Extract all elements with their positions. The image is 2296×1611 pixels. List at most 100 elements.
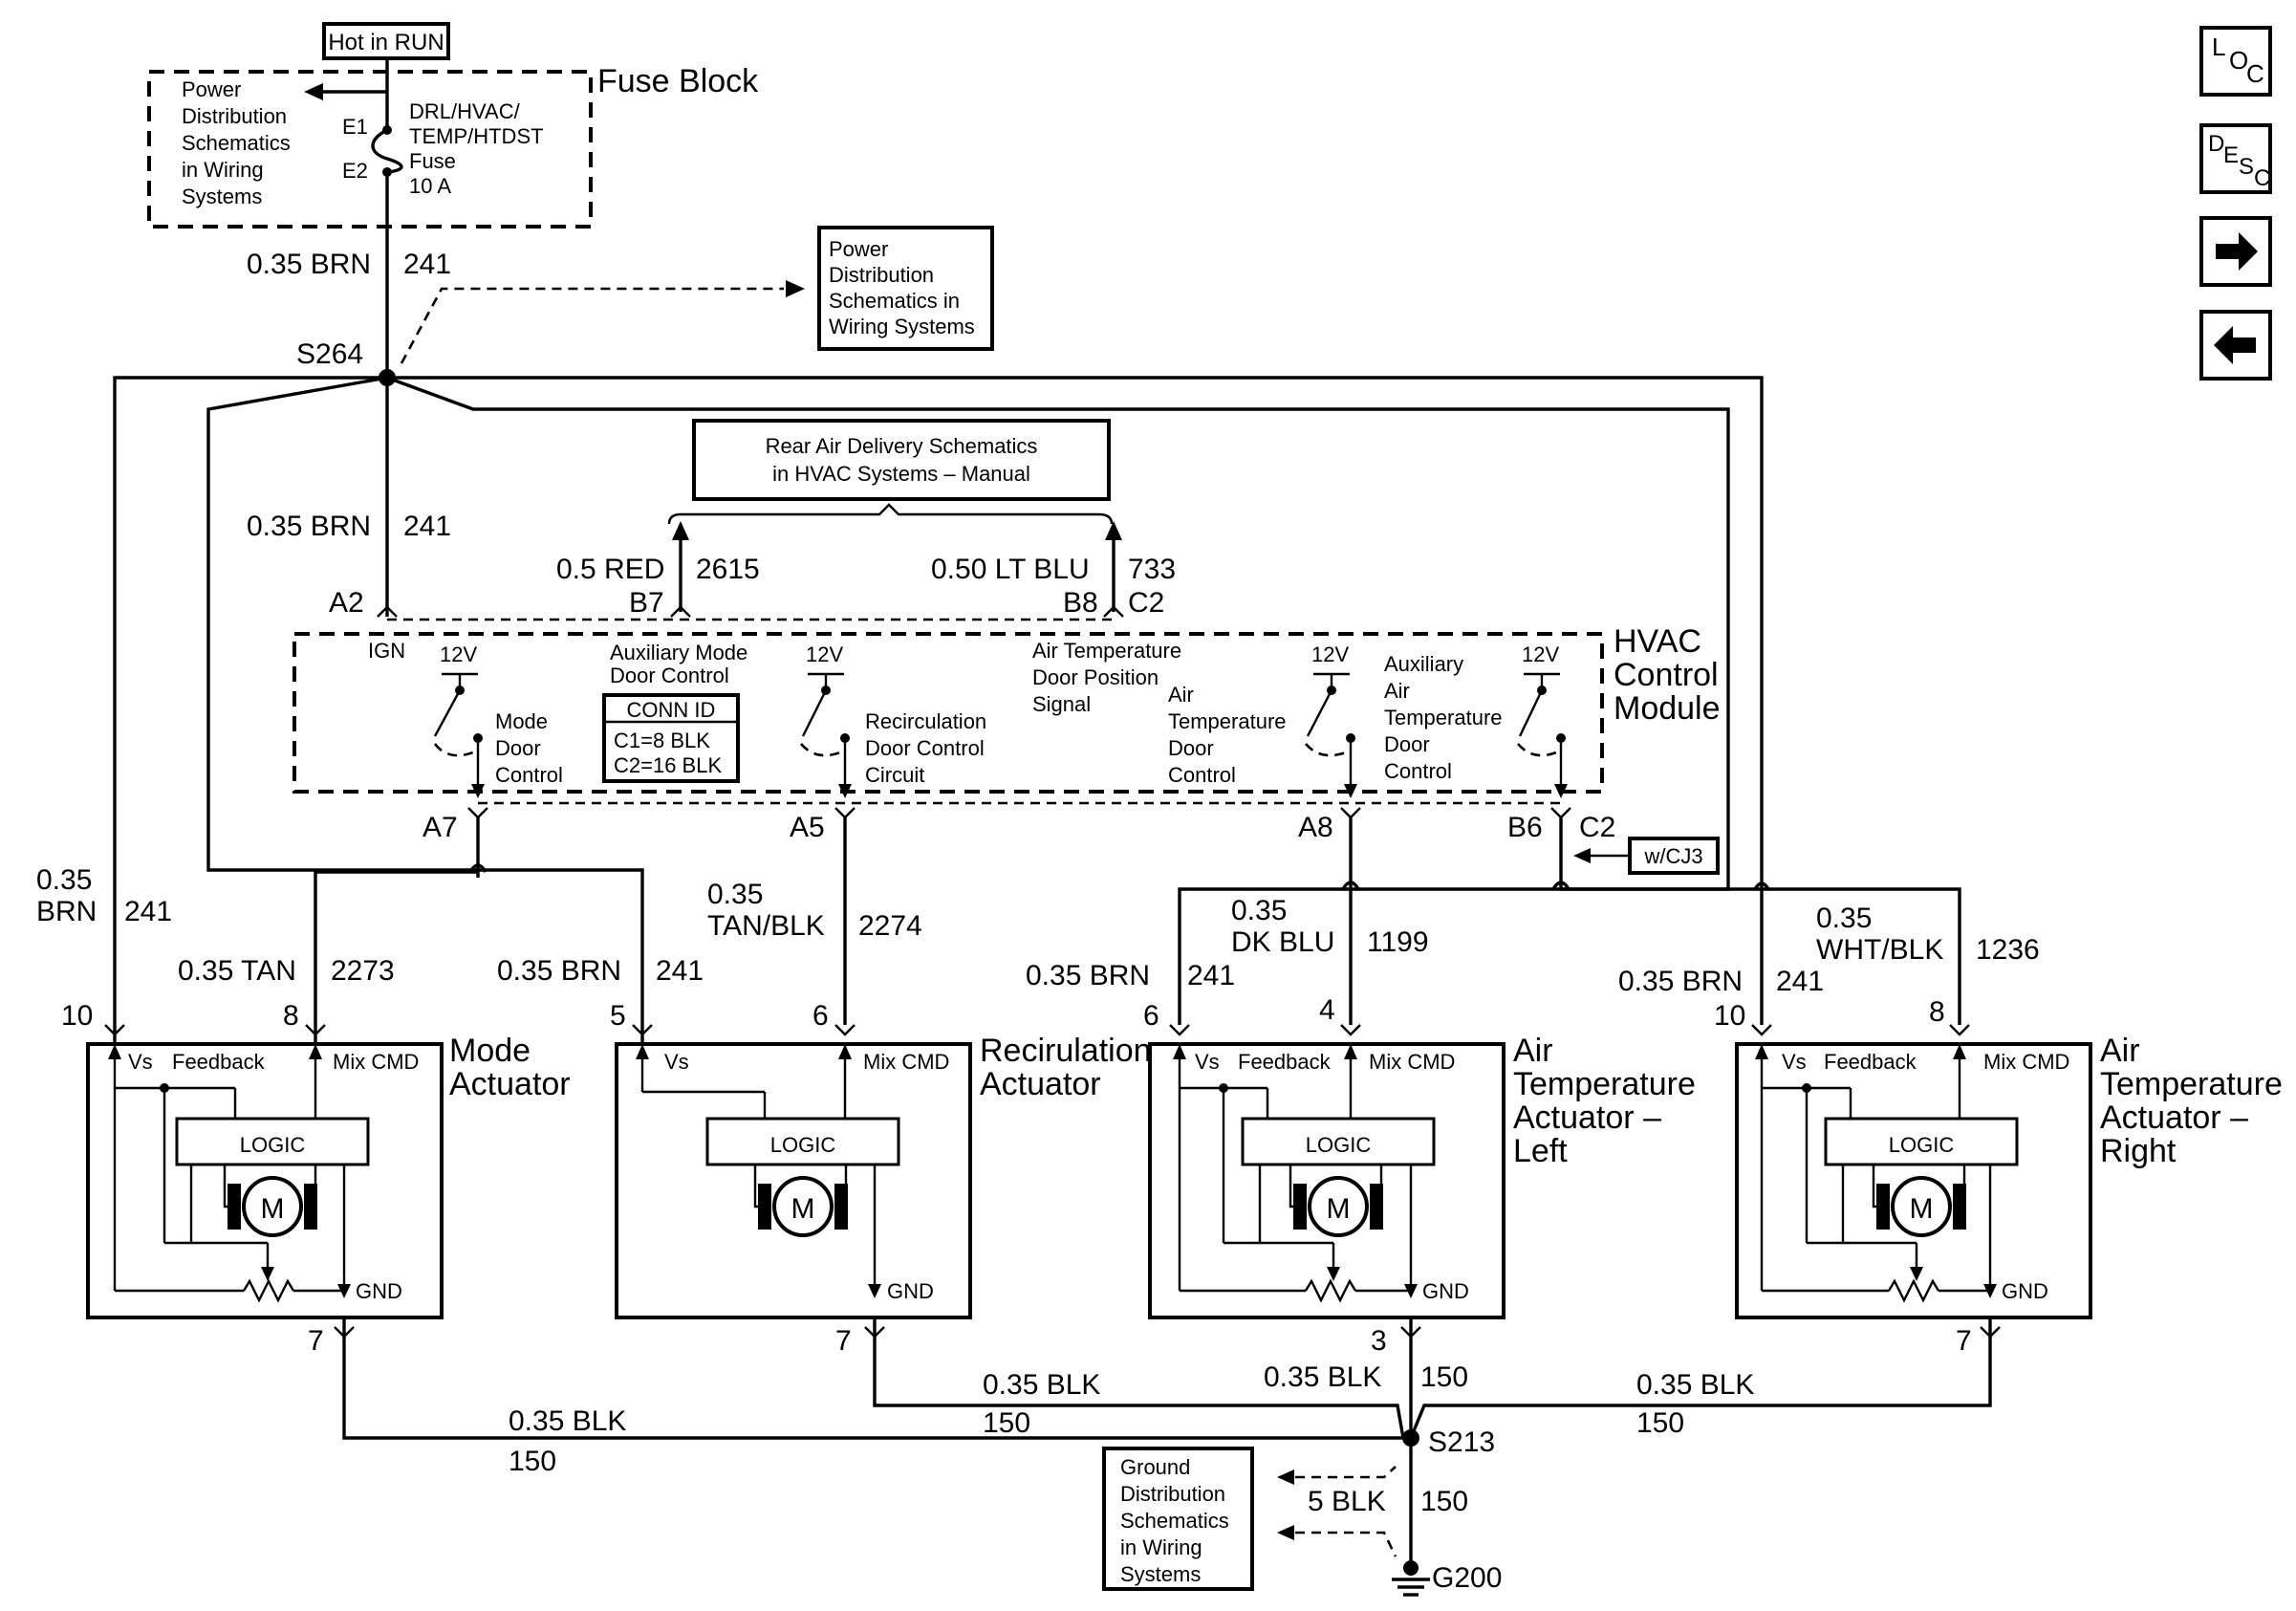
- recirc-logic-box: [705, 1117, 900, 1166]
- ground-ref-arrow-upper: [1277, 1469, 1294, 1485]
- svg-text:Distribution: Distribution: [829, 263, 934, 287]
- wire-tan-circuit: 2273: [331, 955, 395, 987]
- recirc-motor-icon: [772, 1176, 834, 1237]
- wire-tanblk-gauge-1: 0.35: [707, 879, 763, 910]
- svg-text:Mix CMD: Mix CMD: [1983, 1050, 2069, 1074]
- wire-gnd4-circuit: 150: [1636, 1407, 1684, 1439]
- wire-crossing-hop-4: [1551, 881, 1570, 890]
- svg-text:LOGIC: LOGIC: [240, 1133, 306, 1157]
- svg-text:Systems: Systems: [182, 185, 262, 208]
- next-arrow-button[interactable]: [2199, 216, 2272, 287]
- atl-motor-icon: [1308, 1176, 1369, 1237]
- pin-recirc-7: 7: [835, 1325, 852, 1357]
- svg-text:12V: 12V: [1311, 642, 1349, 666]
- svg-text:LOGIC: LOGIC: [1306, 1133, 1372, 1157]
- mode-door-control-text: Mode Door Control: [495, 709, 563, 787]
- fuse-terminal-e1: E1: [342, 115, 368, 139]
- ground-g200-label: G200: [1432, 1562, 1502, 1594]
- conn-id-c2: C2=16 BLK: [614, 753, 722, 777]
- pin-a8: A8: [1298, 812, 1333, 843]
- air-temp-left-actuator-box: [1148, 1042, 1505, 1319]
- svg-text:Actuator: Actuator: [449, 1066, 571, 1102]
- conn-id-c1: C1=8 BLK: [614, 729, 710, 752]
- svg-text:Door: Door: [1168, 736, 1214, 760]
- svg-text:Air: Air: [2100, 1033, 2140, 1069]
- splice-s264-label: S264: [296, 338, 363, 370]
- pin-b8: B8: [1063, 587, 1098, 619]
- svg-text:GND: GND: [1422, 1279, 1469, 1303]
- previous-arrow-button[interactable]: [2199, 310, 2272, 381]
- pin-a2: A2: [329, 587, 364, 619]
- svg-text:Distribution: Distribution: [1120, 1482, 1225, 1506]
- wire-mode-brn-circuit: 241: [656, 955, 704, 987]
- wire-whtblk-gauge-2: WHT/BLK: [1816, 934, 1943, 966]
- svg-text:Mix CMD: Mix CMD: [1369, 1050, 1455, 1074]
- svg-text:Door Position: Door Position: [1032, 665, 1159, 689]
- wire-g200-gauge: 5 BLK: [1308, 1486, 1386, 1517]
- pin-b7-connector: [670, 605, 691, 618]
- wcj3-label: w/CJ3: [1643, 844, 1702, 868]
- pin-c2-top: C2: [1128, 587, 1164, 619]
- wire-gnd3-gauge: 0.35 BLK: [1264, 1361, 1381, 1393]
- svg-text:Mix CMD: Mix CMD: [863, 1050, 949, 1074]
- pin-c2-bottom: C2: [1579, 812, 1615, 843]
- svg-text:GND: GND: [356, 1279, 402, 1303]
- ground-dist-ref-text: Ground Distribution Schematics in Wiring…: [1120, 1455, 1229, 1586]
- svg-text:Vs: Vs: [1195, 1050, 1220, 1074]
- ground-ref-dash-lower: [1295, 1531, 1397, 1557]
- svg-text:GND: GND: [2002, 1279, 2048, 1303]
- mode-door-switch: 12V: [433, 642, 485, 798]
- svg-text:12V: 12V: [440, 642, 477, 666]
- pin-a5: A5: [790, 812, 825, 843]
- svg-text:Control: Control: [1614, 657, 1719, 693]
- air-temp-left-actuator-name: Air Temperature Actuator – Left: [1513, 1033, 1696, 1169]
- module-ign-label: IGN: [368, 639, 405, 663]
- rear-air-ref-line2: in HVAC Systems – Manual: [772, 462, 1030, 486]
- svg-text:Temperature: Temperature: [1384, 706, 1503, 729]
- loc-button[interactable]: L O C: [2199, 26, 2272, 97]
- svg-text:O: O: [2229, 46, 2248, 75]
- wire-ltblu-gauge: 0.50 LT BLU: [931, 554, 1090, 585]
- wire-gnd3-circuit: 150: [1420, 1361, 1468, 1393]
- wire-dkblu-circuit: 1199: [1367, 926, 1429, 958]
- svg-text:D: D: [2208, 131, 2224, 157]
- conn-id-box: [602, 693, 740, 783]
- wire-tan-gauge: 0.35 TAN: [178, 955, 296, 987]
- svg-text:Control: Control: [1168, 763, 1236, 787]
- wire-gnd4-gauge: 0.35 BLK: [1636, 1369, 1754, 1401]
- pin-a5-connector: [834, 807, 856, 819]
- recirc-actuator: M LOGIC Vs Mix CMD GND: [615, 1024, 972, 1319]
- svg-text:Air: Air: [1168, 683, 1194, 707]
- wire-ltblu-circuit: 733: [1128, 554, 1176, 585]
- svg-text:Feedback: Feedback: [1824, 1050, 1917, 1074]
- branch-to-atr-vs: [387, 376, 1764, 889]
- mode-feedback-resistor-icon: [242, 1278, 295, 1303]
- svg-text:Feedback: Feedback: [1238, 1050, 1332, 1074]
- wire-crossing-hop-3: [1341, 881, 1360, 890]
- conn-id-header: CONN ID: [627, 698, 716, 722]
- svg-text:LOGIC: LOGIC: [770, 1133, 836, 1157]
- svg-text:Door Control: Door Control: [610, 664, 729, 687]
- ground-ref-arrow-lower: [1277, 1525, 1294, 1540]
- air-temp-left-actuator: M LOGIC Vs Feedback Mix CMD GND: [1148, 1024, 1505, 1319]
- aux-air-temp-door-switch: 12V: [1517, 642, 1568, 798]
- pin-a8-connector: [1340, 807, 1361, 819]
- power-dist-ref-box: [817, 226, 994, 351]
- mode-motor-icon: [242, 1176, 303, 1237]
- svg-text:M: M: [1327, 1193, 1351, 1225]
- atr-feedback-resistor-icon: [1887, 1278, 1940, 1303]
- pin-atr-10: 10: [1714, 1000, 1745, 1032]
- svg-text:Circuit: Circuit: [865, 763, 924, 787]
- desc-button[interactable]: D E S C: [2199, 123, 2272, 194]
- svg-text:M: M: [1910, 1193, 1934, 1225]
- svg-text:Systems: Systems: [1120, 1562, 1201, 1586]
- atl-logic-box: [1241, 1117, 1436, 1166]
- pin-b6-connector: [1550, 807, 1571, 819]
- svg-text:10 A: 10 A: [409, 174, 451, 198]
- power-dist-ref-text: Power Distribution Schematics in Wiring …: [829, 237, 975, 338]
- pin-mode-10: 10: [61, 1000, 93, 1032]
- wire-top-gauge: 0.35 BRN: [247, 249, 371, 280]
- wire-whtblk-gauge-1: 0.35: [1816, 903, 1872, 934]
- svg-text:Mode: Mode: [449, 1033, 531, 1069]
